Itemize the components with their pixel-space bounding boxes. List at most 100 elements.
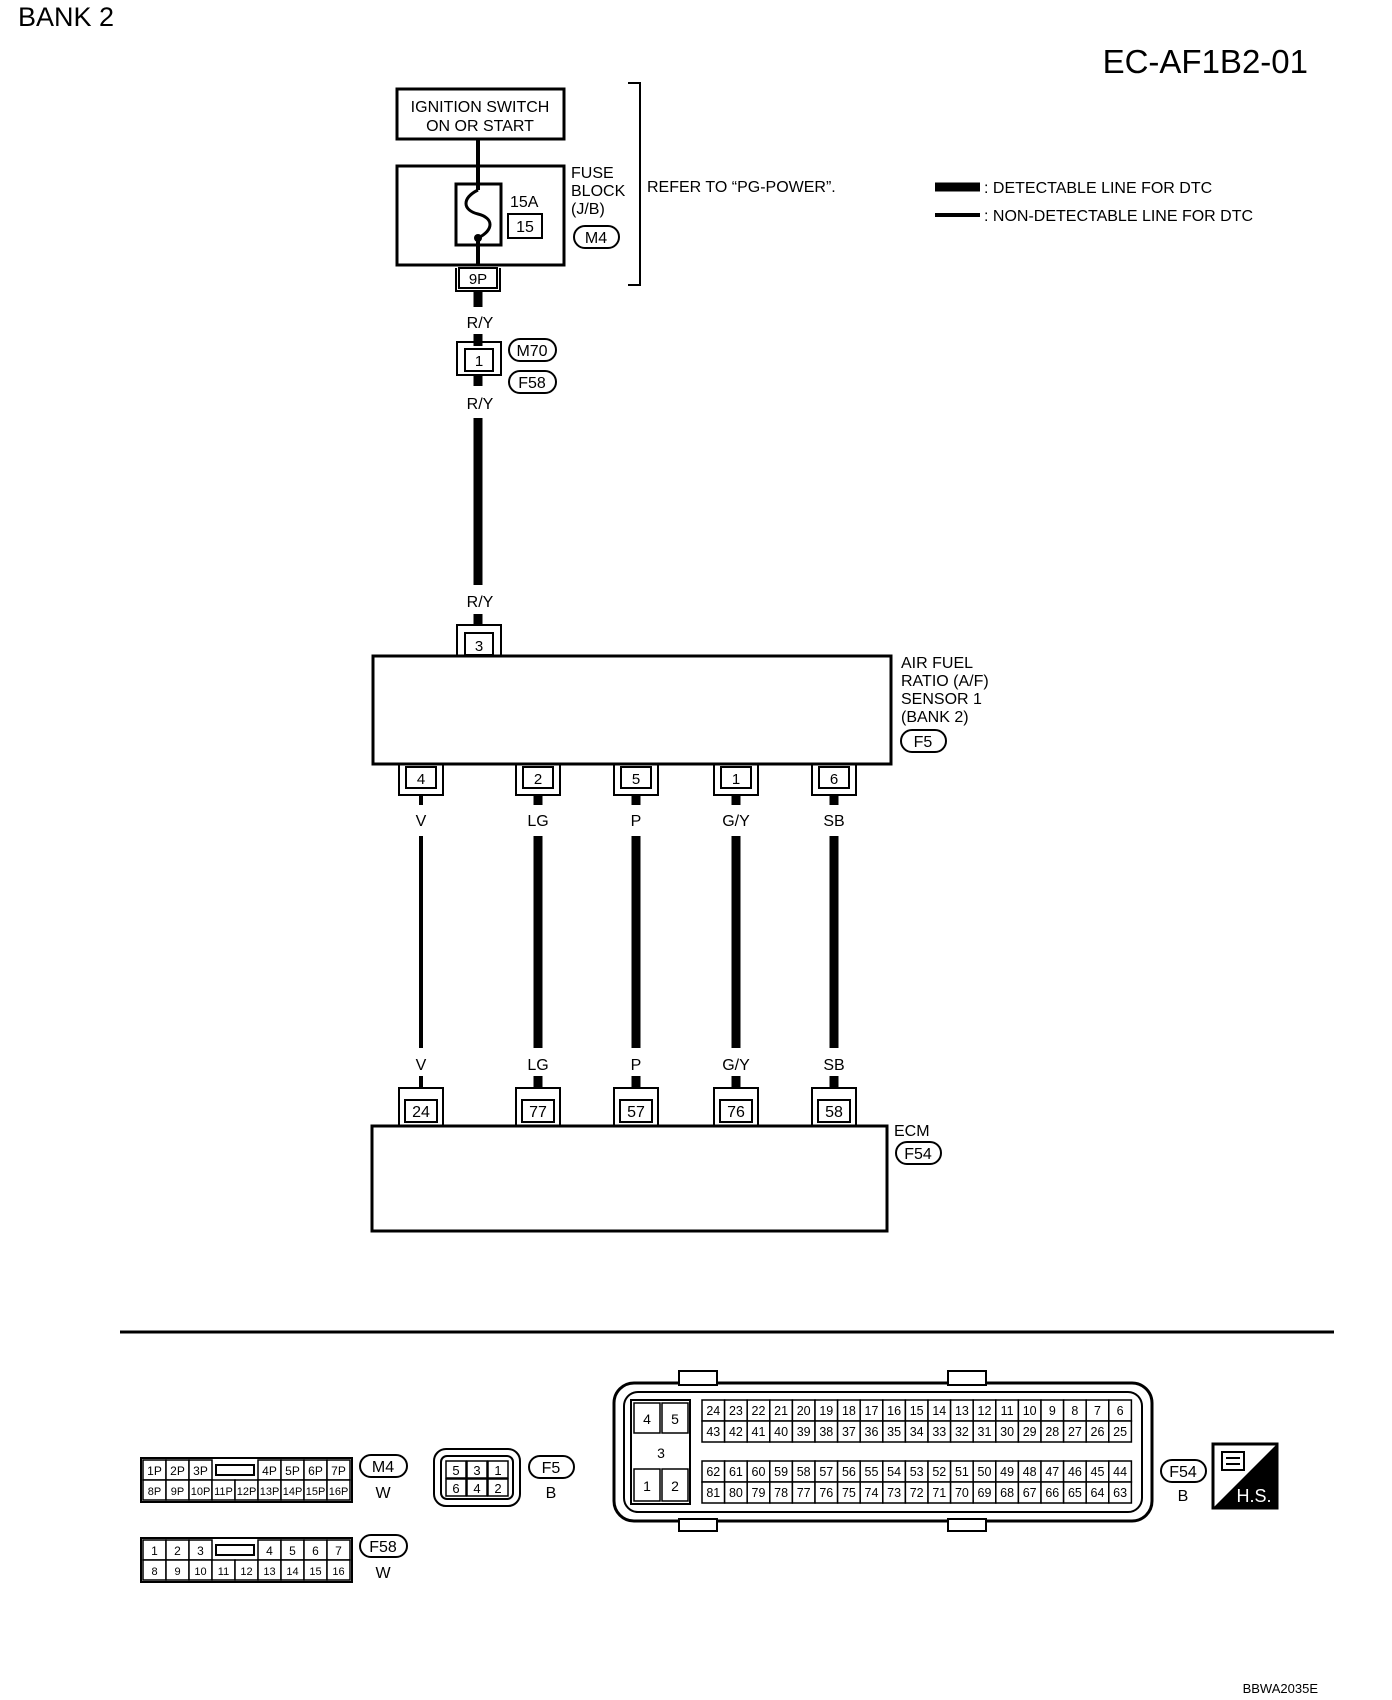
- connector-pin-number: 34: [910, 1425, 924, 1439]
- legend-detectable: : DETECTABLE LINE FOR DTC: [984, 180, 1212, 197]
- connector-pin: [661, 1402, 689, 1434]
- connector-id: F54: [1169, 1464, 1197, 1481]
- connector-latch: [678, 1370, 718, 1386]
- connector-color: W: [375, 1485, 391, 1502]
- ecm-terminal-box: [404, 1099, 438, 1123]
- ecm-terminal-housing: [713, 1087, 759, 1126]
- connector-pin-number: 44: [1113, 1465, 1127, 1479]
- svg-text:9P: 9P: [469, 271, 487, 288]
- connector-pin-number: 10: [194, 1566, 206, 1578]
- connector-pin-number: 71: [932, 1486, 946, 1500]
- connector-pin-number: 67: [1023, 1486, 1037, 1500]
- connector-pin-number: 6P: [308, 1464, 323, 1478]
- ecm-terminal-number: 57: [627, 1104, 645, 1121]
- svg-text:3: 3: [475, 638, 483, 655]
- connector-pin-number: 1P: [147, 1464, 162, 1478]
- connector-pin-number: 4P: [262, 1464, 277, 1478]
- connector-pin-number: 14: [286, 1566, 298, 1578]
- connector-pin-number: 13: [263, 1566, 275, 1578]
- svg-text:ON OR START: ON OR START: [426, 118, 534, 135]
- connector-pin: [661, 1468, 689, 1502]
- connector-pin-number: 56: [842, 1465, 856, 1479]
- connector-pin-number: 38: [819, 1425, 833, 1439]
- harness-side-icon: H.S.: [1211, 1442, 1279, 1510]
- connector-pin-number: 57: [819, 1465, 833, 1479]
- wire-circuit-57: 5PP57A/F-VM2: [604, 764, 668, 1148]
- fuse-block-connector: M4: [585, 230, 607, 247]
- joint-connector-m70-f58: 1 M70 F58: [456, 338, 557, 394]
- connector-pin-number: 76: [819, 1486, 833, 1500]
- diagram-code: EC-AF1B2-01: [1103, 43, 1308, 80]
- svg-text:M70: M70: [516, 343, 547, 360]
- connector-id-badge: [1160, 1459, 1207, 1483]
- connector-pin-number: 16: [887, 1404, 901, 1418]
- connector-pin-number: 11: [1001, 1404, 1014, 1418]
- wire-color-label: G/Y: [722, 1057, 750, 1074]
- ecm-terminal-housing: [398, 1087, 444, 1126]
- sensor-terminal-number: 1: [732, 771, 740, 788]
- sensor-terminal-number: 5: [632, 771, 640, 788]
- connector-latch: [947, 1518, 987, 1532]
- sensor-terminal-number: 6: [830, 771, 838, 788]
- connector-pin-number: 41: [752, 1425, 766, 1439]
- connector-pin-number: 3: [657, 1445, 665, 1461]
- connector-pin-number: 1: [151, 1544, 158, 1558]
- wire-ry-label-3: R/Y: [467, 594, 494, 611]
- connector-pin: [466, 1478, 488, 1497]
- connector-pin-number: 9: [174, 1566, 180, 1578]
- connector-color: B: [1178, 1488, 1189, 1505]
- svg-text:IGNITION SWITCH: IGNITION SWITCH: [411, 99, 550, 116]
- connector-id-badge: [528, 1455, 575, 1479]
- connector-lock-tab: [215, 1464, 255, 1476]
- connector-pin-number: 46: [1068, 1465, 1082, 1479]
- connector-pin-number: 11: [218, 1566, 229, 1578]
- ecm-terminal-number: 58: [825, 1104, 843, 1121]
- connector-pin: [326, 1479, 351, 1501]
- connector-pin-number: 2: [174, 1544, 181, 1558]
- ecm-terminal-number: 77: [529, 1104, 547, 1121]
- ecm-terminal-housing: [515, 1087, 561, 1126]
- ecm-terminal-housing: [613, 1087, 659, 1126]
- connector-pin-number: 20: [797, 1404, 811, 1418]
- svg-text:(BANK 2): (BANK 2): [901, 709, 969, 726]
- connector-pin-number: 61: [729, 1465, 743, 1479]
- connector-pin-number: 8P: [148, 1486, 161, 1498]
- connector-pin-number: 5: [452, 1463, 459, 1478]
- connector-pin: [466, 1460, 488, 1479]
- wire-circuit-76: 1G/YG/Y76A/F-UN2: [705, 764, 767, 1148]
- connector-pin-number: 26: [1091, 1425, 1105, 1439]
- refer-note: REFER TO “PG-POWER”.: [647, 179, 836, 196]
- connector-pin-number: 65: [1068, 1486, 1082, 1500]
- connector-pin-number: 75: [842, 1486, 856, 1500]
- connector-pin-number: 3P: [193, 1464, 208, 1478]
- ecm-terminal-number: 24: [412, 1104, 430, 1121]
- connector-pin-number: 2: [494, 1481, 501, 1496]
- connector-id: M4: [372, 1459, 394, 1476]
- wire-circuit-77: 2LGLG77A/F-IA2: [511, 764, 565, 1148]
- connector-pin-number: 33: [932, 1425, 946, 1439]
- ecm-terminal-housing: [811, 1087, 857, 1126]
- connector-pin-number: 39: [797, 1425, 811, 1439]
- connector-pin-number: 16: [332, 1566, 344, 1578]
- connector-pin-number: 79: [752, 1486, 766, 1500]
- connector-pin: [633, 1402, 661, 1434]
- connector-id: F58: [369, 1539, 397, 1556]
- sensor-terminal-number: 4: [417, 771, 425, 788]
- ecm-label: ECM: [894, 1123, 930, 1140]
- connector-pin-number: 6: [1117, 1404, 1124, 1418]
- connector-color: W: [375, 1565, 391, 1582]
- ecm-terminal-box: [521, 1099, 555, 1123]
- connector-pin-number: 12P: [237, 1486, 257, 1498]
- connector-pin-number: 16P: [329, 1486, 349, 1498]
- connector-pin: [1108, 1481, 1133, 1504]
- connector-pin-number: 40: [774, 1425, 788, 1439]
- connector-pin-number: 7P: [331, 1464, 346, 1478]
- connector-pin-number: 53: [910, 1465, 924, 1479]
- connector-pin-number: 45: [1091, 1465, 1105, 1479]
- connector-pin-number: 5P: [285, 1464, 300, 1478]
- connector-pin-number: 63: [1113, 1486, 1127, 1500]
- connector-pin-number: 48: [1023, 1465, 1037, 1479]
- connector-pin-number: 51: [955, 1465, 969, 1479]
